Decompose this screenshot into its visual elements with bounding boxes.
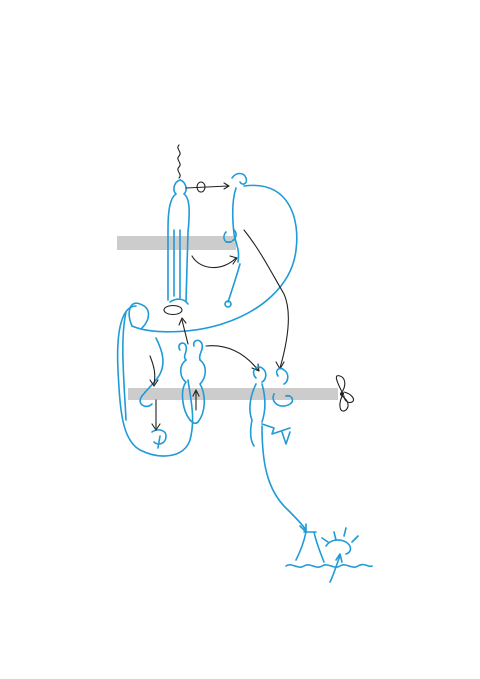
tree-stump	[295, 527, 359, 563]
arrow-head-3	[192, 389, 200, 397]
arrow-figure-right	[185, 181, 230, 193]
arrow-head-1	[229, 255, 238, 265]
tall-figure	[167, 179, 190, 305]
water-waves	[285, 563, 373, 568]
arrow-head-4	[178, 317, 187, 326]
line-to-tree	[261, 425, 307, 531]
big-loop-right	[131, 184, 298, 333]
upper-plane-bar	[117, 236, 236, 250]
base-disc	[163, 304, 183, 316]
wavy-input-line	[177, 144, 181, 179]
lower-plane-bar	[128, 388, 338, 400]
big-loop-left	[116, 305, 194, 457]
arrow-head-7	[335, 553, 343, 563]
curled-figure	[223, 172, 248, 308]
arrow-figure-to-curled	[191, 255, 237, 269]
propeller-icon	[335, 375, 355, 412]
left-loop-arrows	[149, 355, 161, 431]
central-figure	[178, 339, 207, 425]
arrow-right-down	[243, 229, 289, 369]
pair-figures	[249, 366, 294, 447]
arrow-up-bottom	[329, 555, 341, 583]
arrow-central-to-base	[181, 319, 189, 345]
arrow-central-to-pair	[205, 345, 259, 371]
lower-left-loops	[139, 337, 167, 449]
